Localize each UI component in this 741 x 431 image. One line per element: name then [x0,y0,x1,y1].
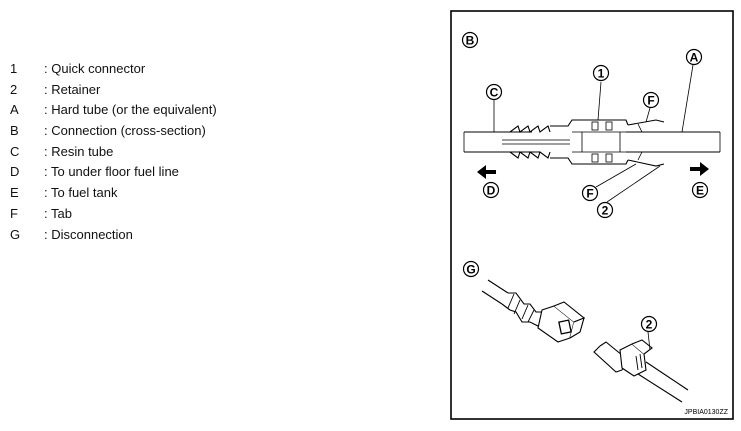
legend-item-c: C : Resin tube [10,142,217,163]
callout-circle [596,201,614,219]
figure-frame [450,10,734,420]
legend-item-e: E : To fuel tank [10,183,217,204]
callout-1: 1 [592,64,610,82]
callout-circle [592,64,610,82]
callout-circle [640,315,658,333]
leader-2 [606,165,661,203]
barb-top [509,125,551,133]
connector-figure: B 1 A C F D F 2 E [450,10,734,420]
retainer-tab-top [627,119,665,126]
callout-circle [685,48,703,66]
legend-key: E [10,185,19,201]
callout-circle [482,181,500,199]
legend-key: 1 [10,61,18,76]
callout-e: E [691,181,709,199]
arrow-left-icon [477,165,496,179]
resin-tube-g [481,279,509,305]
retainer-tab-bottom [627,159,665,167]
legend-key: C [10,143,20,159]
rib-lines [507,293,535,323]
barb-bottom [509,151,551,159]
o-ring-bottom-2 [605,153,613,163]
leader-a [681,64,694,133]
callout-label: D [487,184,496,198]
callout-circle [462,260,480,278]
legend-item-g: G : Disconnection [10,225,217,246]
callout-g: G [462,260,480,278]
connector-body-bottom [550,157,629,165]
arrow-right-icon [690,162,709,176]
legend-key: F [10,205,18,221]
legend-key: A [10,102,19,118]
callout-circle [461,31,479,49]
quick-connector-face [569,317,585,339]
legend-text: : To under floor fuel line [44,164,179,180]
leader-f-top [645,107,651,123]
leader-f-bottom [595,163,637,188]
legend-item-1: 1 : Quick connector [10,59,217,80]
connector-body-top [550,119,629,127]
connector-interior [572,131,626,153]
callout-f-top: F [642,91,660,109]
callout-a: A [685,48,703,66]
callout-f-bottom: F [581,184,599,202]
legend-key: G [10,226,21,242]
legend-text: : Resin tube [44,143,114,159]
o-ring-bottom [591,153,599,163]
disconnection-view [481,279,689,403]
callout-c: C [485,83,503,101]
callout-d: D [482,181,500,199]
legend-list: 1 : Quick connector 2 : Retainer A : Hard t… [10,59,217,245]
legend-item-d: D : To under floor fuel line [10,162,217,183]
oring-seat [581,132,621,152]
callout-circle [581,184,599,202]
callout-label: 2 [602,204,609,218]
retainer-top [631,339,653,355]
o-ring-top-2 [605,121,613,131]
legend-item-a: A : Hard tube (or the equivalent) [10,100,217,121]
callout-label: A [690,51,699,65]
legend-text: : Retainer [44,81,101,97]
hard-tube-g [637,361,689,403]
legend-item-f: F : Tab [10,204,217,225]
legend-text: : To fuel tank [44,185,118,201]
callout-2-g: 2 [640,315,658,333]
callout-label: C [490,86,499,100]
callout-label: F [586,187,593,201]
callout-label: B [466,34,475,48]
callout-label: 2 [646,318,653,332]
leader-1 [597,81,602,121]
retainer-tab-lines [635,353,643,371]
callout-b: B [461,31,479,49]
legend-key: D [10,164,20,180]
callout-label: G [466,263,475,277]
connector-socket [558,319,572,335]
figure-code: JPBIA0130ZZ [684,409,728,416]
legend-text: : Tab [44,205,72,221]
inner-bore [502,139,570,145]
legend-item-2: 2 : Retainer [10,80,217,101]
callout-label: F [647,94,654,108]
callout-label: E [696,184,704,198]
legend-text: : Disconnection [44,226,133,242]
legend-text: : Quick connector [44,61,146,76]
callout-circle [642,91,660,109]
legend-text: : Connection (cross-section) [44,123,206,139]
callout-2: 2 [596,201,614,219]
legend-text: : Hard tube (or the equivalent) [44,102,217,118]
legend-key: 2 [10,81,18,97]
cross-section-view [463,64,721,203]
legend-key: B [10,123,19,139]
callout-circle [485,83,503,101]
legend-item-b: B : Connection (cross-section) [10,121,217,142]
hard-tube [626,131,720,153]
leader-2-g [647,331,651,351]
callout-circle [691,181,709,199]
callout-label: 1 [598,67,605,81]
retainer-latch [637,123,643,161]
o-ring-top [591,121,599,131]
hard-tube-tip-side [593,345,623,373]
